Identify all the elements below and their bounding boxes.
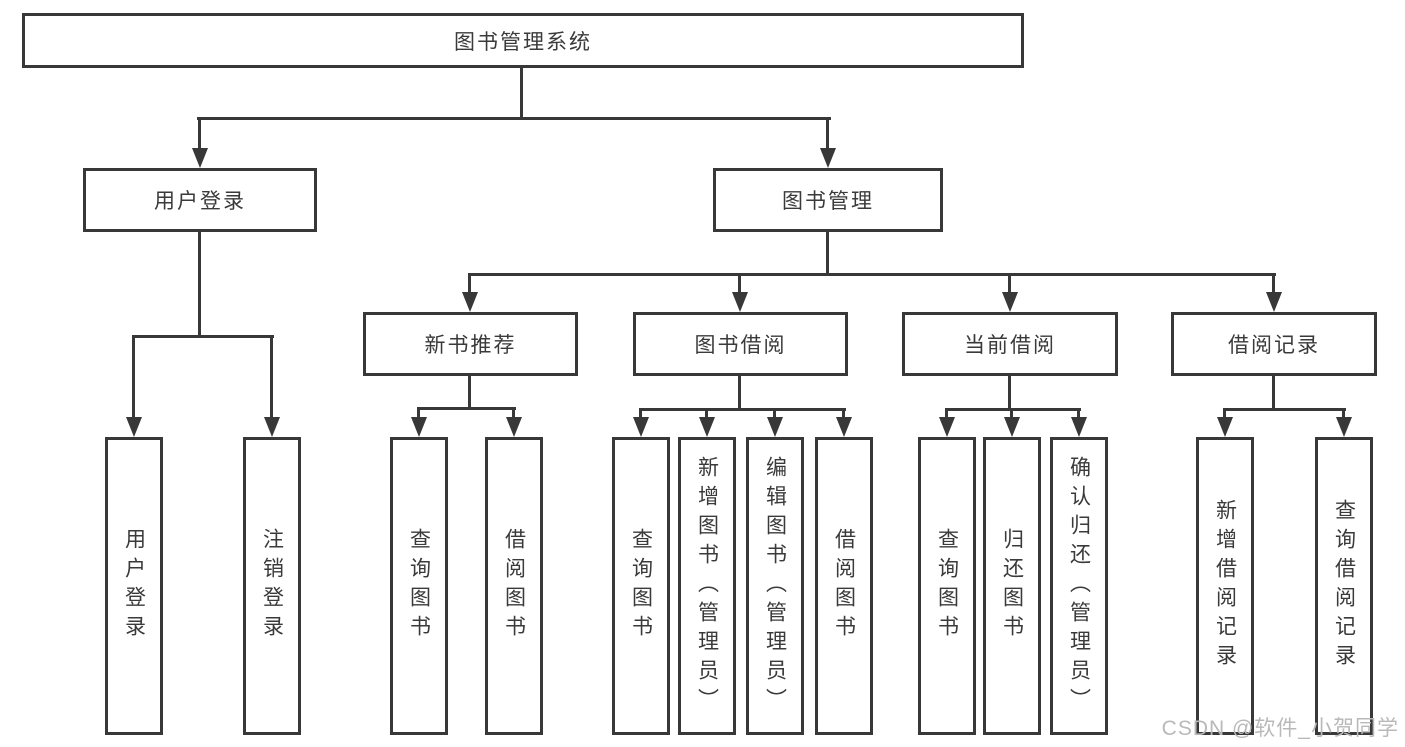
connector-line xyxy=(198,117,201,149)
connector-line xyxy=(738,273,741,293)
arrow-down-icon xyxy=(836,417,852,437)
arrow-down-icon xyxy=(1002,292,1018,312)
leaf-borrow-books-borrow: 借阅图书 xyxy=(815,437,873,735)
connector-line xyxy=(639,408,846,411)
connector-line xyxy=(417,407,420,418)
arrow-down-icon xyxy=(1004,417,1020,437)
connector-line xyxy=(520,68,523,117)
arrow-down-icon xyxy=(1217,417,1233,437)
arrow-down-icon xyxy=(506,417,522,437)
arrow-down-icon xyxy=(732,292,748,312)
node-current-borrow: 当前借阅 xyxy=(902,312,1118,376)
leaf-query-books-current: 查询图书 xyxy=(918,437,976,735)
connector-line xyxy=(512,407,515,418)
leaf-user-login: 用户登录 xyxy=(105,437,163,735)
arrow-down-icon xyxy=(939,417,955,437)
arrow-down-icon xyxy=(699,417,715,437)
node-root: 图书管理系统 xyxy=(22,13,1024,68)
connector-line xyxy=(270,335,273,418)
leaf-logout: 注销登录 xyxy=(243,437,301,735)
connector-line xyxy=(417,407,516,410)
connector-line xyxy=(468,376,471,409)
arrow-down-icon xyxy=(126,417,142,437)
leaf-return-book: 归还图书 xyxy=(983,437,1041,735)
node-new-book-recommend: 新书推荐 xyxy=(363,312,578,376)
connector-line xyxy=(738,376,741,410)
arrow-down-icon xyxy=(192,148,208,168)
connector-line xyxy=(132,335,274,338)
arrow-down-icon xyxy=(264,417,280,437)
node-book-borrow: 图书借阅 xyxy=(633,312,848,376)
connector-line xyxy=(198,232,201,337)
connector-line xyxy=(639,408,642,418)
arrow-down-icon xyxy=(767,417,783,437)
arrow-down-icon xyxy=(1266,292,1282,312)
connector-line xyxy=(945,408,948,418)
watermark: CSDN @软件_小贺同学 xyxy=(1161,717,1399,740)
node-borrow-records: 借阅记录 xyxy=(1171,312,1377,376)
connector-line xyxy=(1223,408,1346,411)
leaf-query-books-borrow: 查询图书 xyxy=(612,437,670,735)
connector-line xyxy=(945,408,1081,411)
connector-line xyxy=(1008,376,1011,410)
connector-line xyxy=(1008,273,1011,293)
leaf-add-borrow-record: 新增借阅记录 xyxy=(1196,437,1254,735)
connector-line xyxy=(1272,376,1275,410)
connector-line xyxy=(468,273,471,293)
connector-line xyxy=(826,232,829,275)
arrow-down-icon xyxy=(411,417,427,437)
connector-line xyxy=(1342,408,1345,418)
connector-line xyxy=(1272,273,1275,293)
connector-line xyxy=(1010,408,1013,418)
leaf-query-borrow-record: 查询借阅记录 xyxy=(1315,437,1373,735)
connector-line xyxy=(826,117,829,149)
leaf-query-books-recommend: 查询图书 xyxy=(390,437,448,735)
connector-line xyxy=(842,408,845,418)
node-user-login: 用户登录 xyxy=(83,168,317,232)
connector-line xyxy=(705,408,708,418)
connector-line xyxy=(468,273,1276,276)
leaf-confirm-return-admin: 确认归还（管理员） xyxy=(1050,437,1108,735)
node-book-management: 图书管理 xyxy=(713,168,943,232)
connector-line xyxy=(132,335,135,418)
leaf-add-book-admin: 新增图书（管理员） xyxy=(678,437,736,735)
arrow-down-icon xyxy=(633,417,649,437)
arrow-down-icon xyxy=(1071,417,1087,437)
arrow-down-icon xyxy=(462,292,478,312)
leaf-edit-book-admin: 编辑图书（管理员） xyxy=(746,437,804,735)
connector-line xyxy=(773,408,776,418)
arrow-down-icon xyxy=(820,148,836,168)
arrow-down-icon xyxy=(1336,417,1352,437)
connector-line xyxy=(1223,408,1226,418)
connector-line xyxy=(197,117,831,120)
connector-line xyxy=(1077,408,1080,418)
leaf-borrow-books-recommend: 借阅图书 xyxy=(485,437,543,735)
